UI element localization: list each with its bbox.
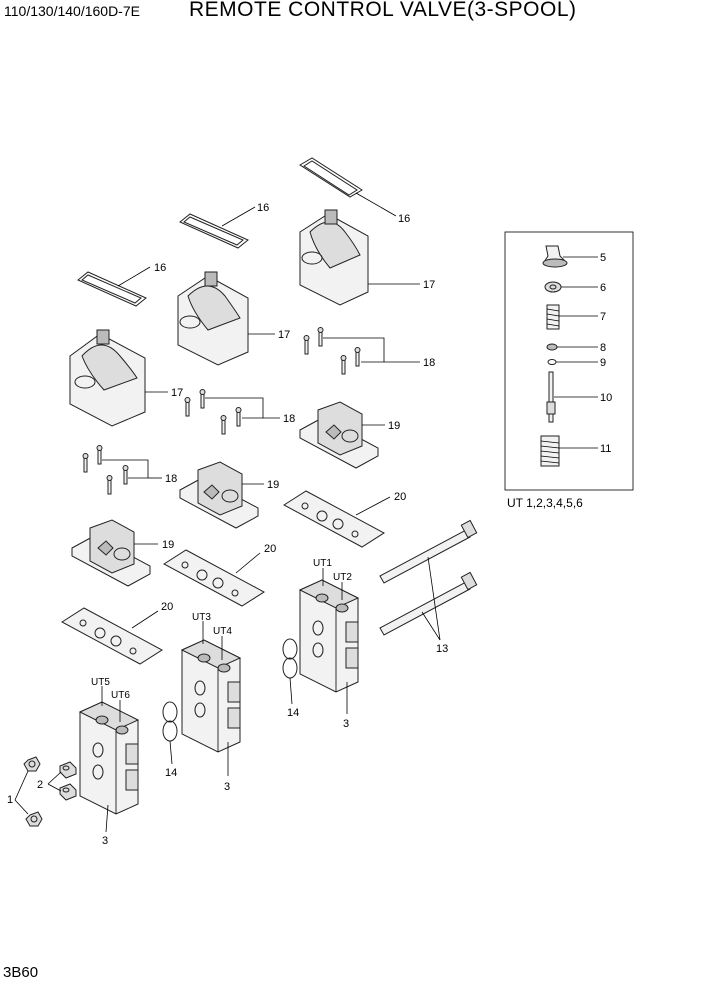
callout-20-right: 20 (394, 491, 406, 503)
callout-1: 1 (7, 794, 13, 806)
ut-kit-inset: 5 6 7 8 9 10 (504, 231, 634, 491)
callout-18-right: 18 (423, 357, 435, 369)
small-spring-part (546, 304, 560, 330)
callout-5: 5 (600, 252, 606, 264)
retainer-part (546, 343, 558, 351)
page-title: REMOTE CONTROL VALVE(3-SPOOL) (189, 0, 577, 21)
spool-part (546, 371, 556, 423)
nuts-1 (23, 756, 43, 827)
gasket-20-middle (163, 549, 265, 607)
valve-body-3-middle (180, 639, 242, 753)
bolts-18-right (303, 327, 361, 375)
boot-17-left (69, 329, 146, 427)
callout-16-right: 16 (398, 213, 410, 225)
callout-3-left: 3 (102, 835, 108, 847)
callout-20-middle: 20 (264, 543, 276, 555)
callout-6: 6 (600, 282, 606, 294)
cap-part (542, 245, 568, 268)
callout-10: 10 (600, 392, 612, 404)
callout-17-right: 17 (423, 279, 435, 291)
boot-17-middle (177, 271, 249, 366)
callout-18-middle: 18 (283, 413, 295, 425)
gasket-20-left (61, 607, 163, 665)
ut-kit-note: UT 1,2,3,4,5,6 (507, 496, 583, 510)
callout-7: 7 (600, 311, 606, 323)
callout-13: 13 (436, 643, 448, 655)
valve-body-3-right (298, 579, 360, 693)
callout-14-right: 14 (287, 707, 299, 719)
callout-2: 2 (37, 779, 43, 791)
inset-frame (504, 231, 634, 491)
callout-8: 8 (600, 342, 606, 354)
callout-ut3: UT3 (192, 612, 211, 623)
washer-part (544, 281, 562, 293)
callout-18-left: 18 (165, 473, 177, 485)
callout-17-middle: 17 (278, 329, 290, 341)
callout-16-left: 16 (154, 262, 166, 274)
callout-ut2: UT2 (333, 572, 352, 583)
bolts-18-middle (184, 389, 242, 435)
return-spring-part (540, 435, 560, 467)
o-rings-14-right (282, 638, 298, 679)
callout-ut5: UT5 (91, 677, 110, 688)
gasket-16-right (299, 157, 363, 198)
callout-14-left: 14 (165, 767, 177, 779)
bolts-18-left (82, 445, 129, 495)
callout-ut6: UT6 (111, 690, 130, 701)
boot-17-right (299, 209, 369, 306)
tie-bolts-13 (379, 519, 478, 636)
seal-ring-part (547, 359, 557, 365)
callout-3-right: 3 (343, 718, 349, 730)
callout-19-left: 19 (162, 539, 174, 551)
plate-19-middle (179, 461, 259, 529)
callout-20-left: 20 (161, 601, 173, 613)
gasket-16-left (77, 271, 147, 307)
callout-16-middle: 16 (257, 202, 269, 214)
callout-9: 9 (600, 357, 606, 369)
callout-17-left: 17 (171, 387, 183, 399)
plate-19-right (299, 401, 379, 469)
valve-body-3-left (78, 701, 140, 815)
callout-ut4: UT4 (213, 626, 232, 637)
gasket-20-right (283, 490, 385, 548)
gasket-16-middle (179, 213, 249, 249)
callout-3-middle: 3 (224, 781, 230, 793)
page-code: 3B60 (3, 964, 39, 981)
callout-ut1: UT1 (313, 558, 332, 569)
plugs-2 (59, 761, 77, 801)
callout-19-right: 19 (388, 420, 400, 432)
plate-19-left (71, 519, 151, 587)
o-rings-14-left (162, 701, 178, 742)
callout-11: 11 (600, 443, 611, 455)
model-number: 110/130/140/160D-7E (4, 3, 140, 19)
callout-19-middle: 19 (267, 479, 279, 491)
